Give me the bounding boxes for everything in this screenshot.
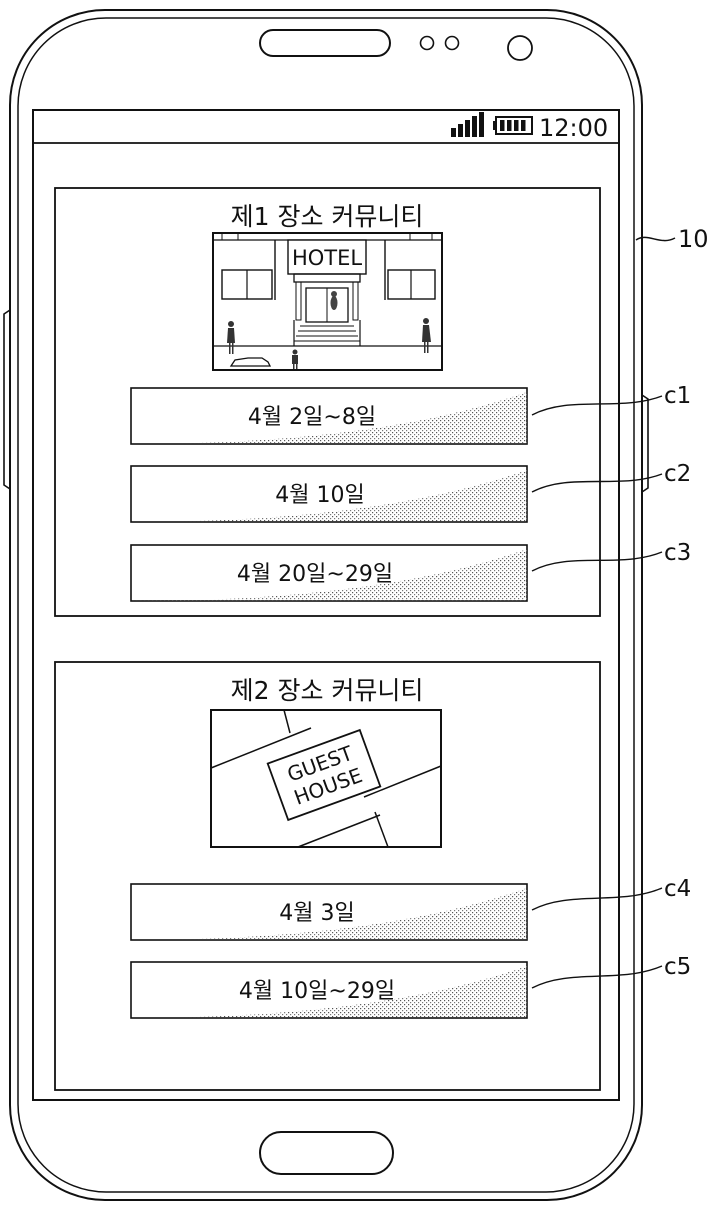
community-title-2: 제2 장소 커뮤니티 (231, 676, 424, 705)
leader-line-c1 (531, 395, 663, 416)
ref-label-c4: c4 (664, 876, 691, 902)
guest-house-illustration[interactable]: GUEST HOUSE (210, 709, 442, 848)
volume-key[interactable] (3, 309, 11, 490)
date-label-c5: 4월 10일~29일 (239, 979, 395, 1004)
ref-label-c1: c1 (664, 383, 691, 409)
screen (32, 109, 620, 1101)
sensor-dot-1 (419, 35, 435, 51)
community-panel-2 (54, 661, 601, 1091)
front-camera (507, 35, 533, 61)
ref-label-c2: c2 (664, 461, 691, 487)
leader-line-c5 (531, 965, 663, 989)
date-bar-c2[interactable]: 4월 10일 (130, 465, 528, 523)
hotel-sign: HOTEL (292, 246, 362, 270)
sensor-dot-2 (444, 35, 460, 51)
battery-icon (493, 116, 533, 135)
date-bar-c4[interactable]: 4월 3일 (130, 883, 528, 941)
leader-line-c3 (531, 551, 663, 572)
date-label-c3: 4월 20일~29일 (237, 562, 393, 587)
ref-label-c3: c3 (664, 540, 691, 566)
date-bar-c5[interactable]: 4월 10일~29일 (130, 961, 528, 1019)
home-button[interactable] (259, 1131, 394, 1175)
speaker-grille (259, 29, 391, 57)
date-label-c1: 4월 2일~8일 (248, 405, 376, 430)
date-label-c2: 4월 10일 (275, 483, 364, 508)
community-title-1: 제1 장소 커뮤니티 (231, 202, 424, 231)
hotel-illustration[interactable]: HOTEL (212, 232, 443, 371)
leader-line-c4 (531, 887, 663, 911)
power-key[interactable] (641, 394, 649, 493)
community-panel-1 (54, 187, 601, 617)
date-bar-c1[interactable]: 4월 2일~8일 (130, 387, 528, 445)
ref-label-10: 10 (678, 225, 709, 253)
signal-icon (451, 112, 484, 137)
leader-line-10 (635, 236, 676, 242)
status-time: 12:00 (539, 114, 608, 142)
date-label-c4: 4월 3일 (279, 901, 354, 926)
ref-label-c5: c5 (664, 954, 691, 980)
leader-line-c2 (531, 473, 663, 493)
date-bar-c3[interactable]: 4월 20일~29일 (130, 544, 528, 602)
phone-body-inner (17, 17, 635, 1193)
